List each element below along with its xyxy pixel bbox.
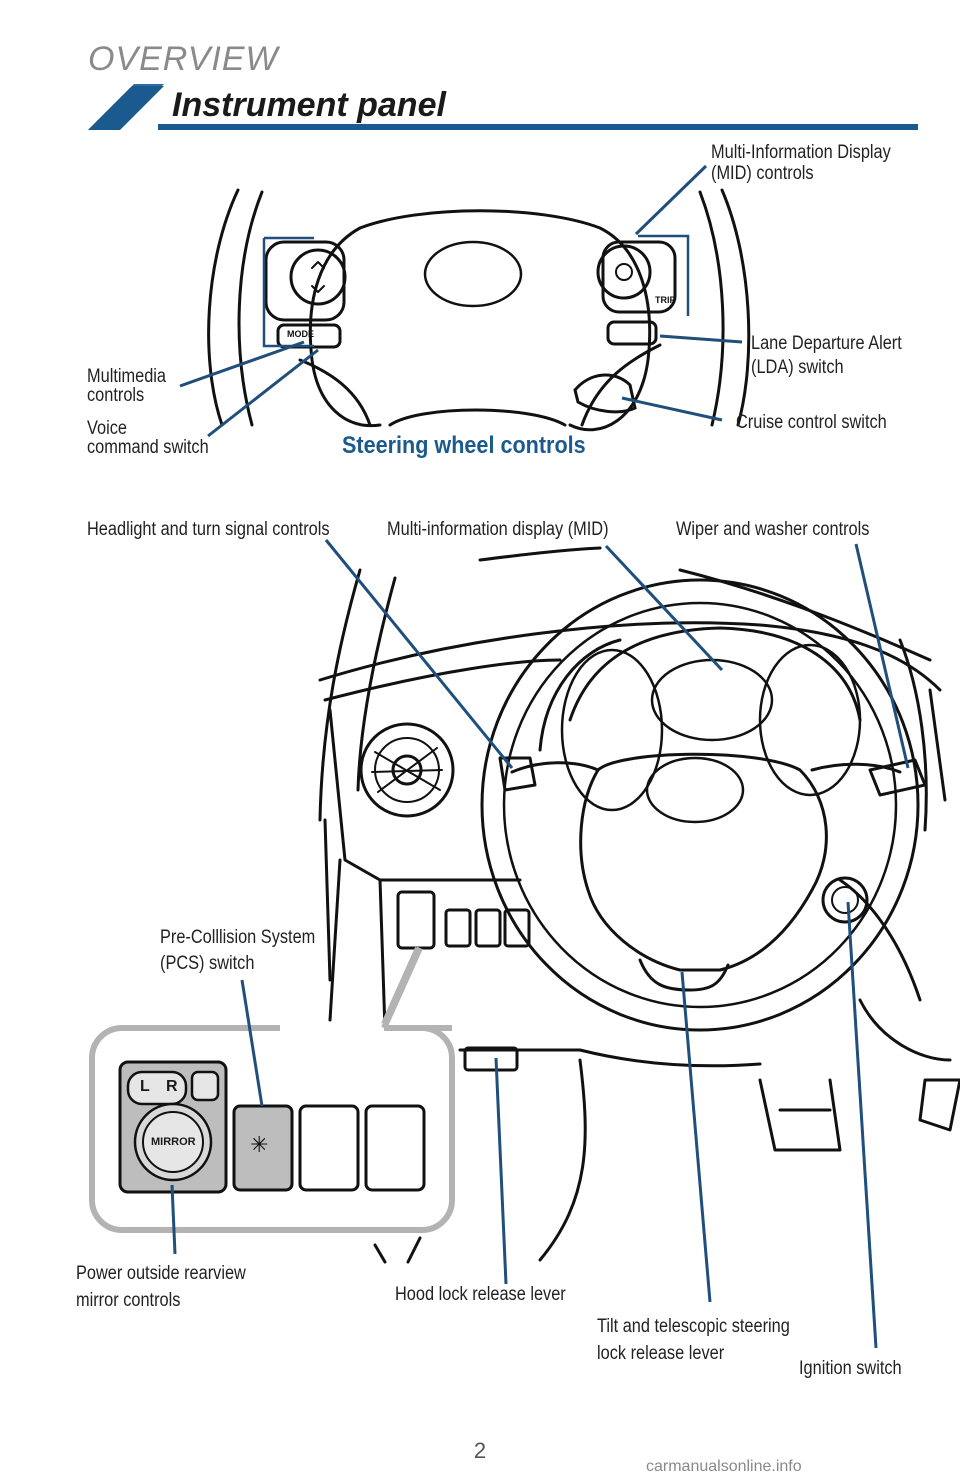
- mode-button-text: MODE: [287, 329, 314, 339]
- label-mid-controls: Multi-Information Display (MID) controls: [711, 142, 891, 184]
- mirror-control-panel: [118, 1060, 228, 1194]
- title-bar: [88, 84, 918, 130]
- pcs-switch-graphic: [232, 1104, 294, 1192]
- page-number: 2: [473, 1438, 487, 1463]
- trip-button-text: TRIP: [655, 295, 676, 305]
- label-lda-switch: Lane Departure Alert (LDA) switch: [751, 333, 902, 378]
- label-wiper: Wiper and washer controls: [676, 519, 870, 540]
- section-header: OVERVIEW: [88, 40, 279, 78]
- label-ignition: Ignition switch: [799, 1358, 902, 1379]
- label-pcs: Pre-Colllision System (PCS) switch: [160, 927, 316, 974]
- label-headlight: Headlight and turn signal controls: [87, 519, 330, 540]
- label-mirror-controls: Power outside rearview mirror controls: [76, 1263, 246, 1311]
- mirror-left-label: L: [140, 1078, 150, 1095]
- label-multimedia: Multimedia controls: [87, 366, 167, 406]
- steering-wheel-heading: Steering wheel controls: [342, 432, 586, 459]
- callout-lines-top: [179, 164, 743, 438]
- multimedia-bracket: [262, 236, 314, 348]
- page-title: Instrument panel: [172, 86, 446, 124]
- label-tilt-telescopic: Tilt and telescopic steering lock releas…: [597, 1316, 790, 1364]
- label-cruise-control: Cruise control switch: [736, 412, 887, 433]
- mirror-label: MIRROR: [151, 1136, 196, 1148]
- watermark: carmanualsonline.info: [646, 1458, 802, 1475]
- mid-bracket: [638, 234, 690, 316]
- callout-lines-dashboard: [170, 539, 910, 1349]
- label-hood-release: Hood lock release lever: [395, 1284, 566, 1305]
- dashboard-drawing: [318, 546, 960, 1264]
- pcs-icon: ✳: [250, 1132, 269, 1157]
- label-mid: Multi-information display (MID): [387, 519, 609, 540]
- label-voice-command: Voice command switch: [87, 418, 209, 458]
- mirror-right-label: R: [166, 1078, 178, 1095]
- steering-wheel-closeup: [207, 188, 751, 432]
